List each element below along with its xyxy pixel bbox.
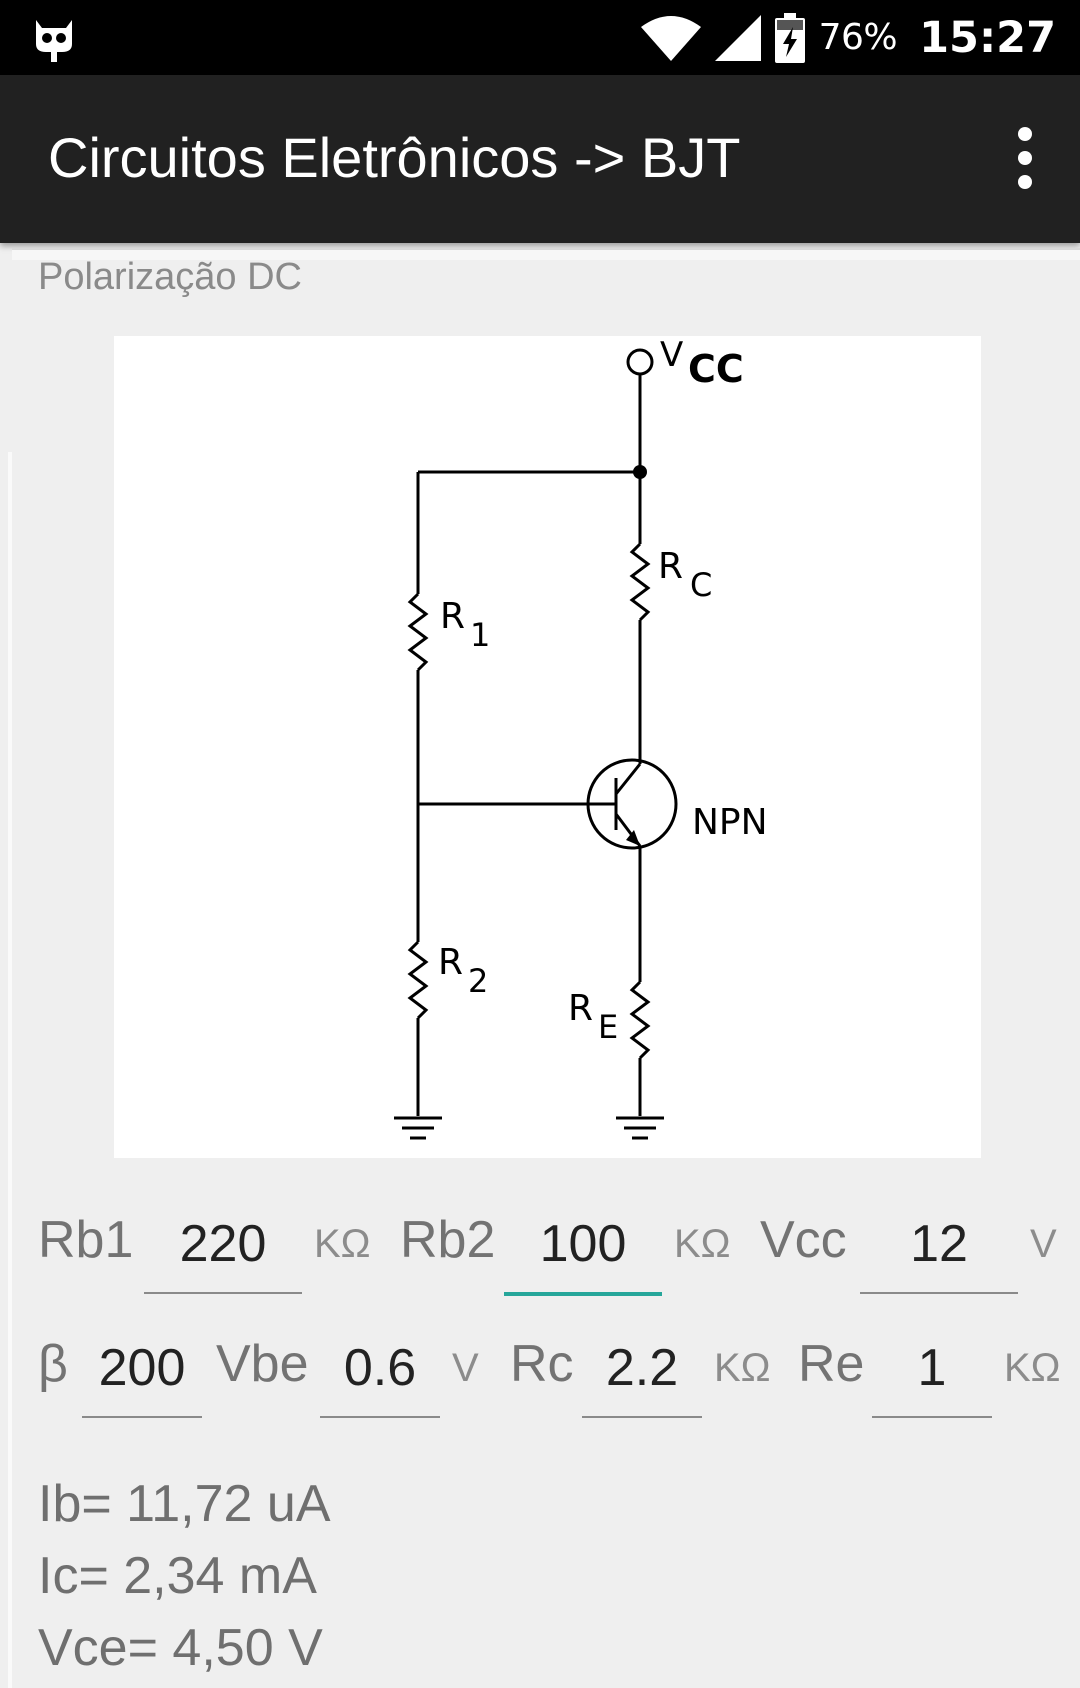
r1-label-sub: 1 xyxy=(470,616,490,654)
r2-label-main: R xyxy=(438,942,463,983)
npn-label: NPN xyxy=(692,802,768,843)
rb2-unit: KΩ xyxy=(674,1222,731,1266)
re-input-label: Re xyxy=(798,1335,865,1393)
rb2-input[interactable]: 100 xyxy=(504,1196,662,1296)
app-title: Circuitos Eletrônicos -> BJT xyxy=(48,126,741,189)
overflow-menu-icon[interactable] xyxy=(1010,127,1040,193)
cyanogen-mascot-icon xyxy=(36,20,72,62)
rb1-unit: KΩ xyxy=(314,1222,371,1266)
beta-input[interactable]: 200 xyxy=(82,1320,202,1418)
beta-label: β xyxy=(38,1335,68,1393)
rc-resistor xyxy=(629,542,651,622)
re-resistor xyxy=(629,980,651,1060)
r1-resistor xyxy=(407,592,429,672)
left-divider xyxy=(8,452,12,1688)
rb1-label: Rb1 xyxy=(38,1211,134,1269)
vcc-terminal xyxy=(626,348,654,376)
battery-percent: 76% xyxy=(818,17,898,58)
status-bar: 76% 15:27 xyxy=(0,0,1080,75)
vcc-input[interactable]: 12 xyxy=(860,1196,1018,1294)
re-unit: KΩ xyxy=(1004,1346,1061,1390)
rc-input-label: Rc xyxy=(510,1335,574,1393)
inputs-row-2: β 200 Vbe 0.6 V Rc 2.2 KΩ Re 1 KΩ xyxy=(0,1320,1080,1440)
rc-label-main: R xyxy=(658,546,683,587)
vbe-label: Vbe xyxy=(216,1335,309,1393)
r2-resistor xyxy=(407,940,429,1020)
wifi-icon xyxy=(640,15,701,61)
vcc-label-main: V xyxy=(660,336,683,375)
result-ic: Ic= 2,34 mA xyxy=(38,1547,317,1605)
vcc-input-label: Vcc xyxy=(760,1211,847,1269)
vcc-unit: V xyxy=(1030,1222,1057,1266)
result-vce: Vce= 4,50 V xyxy=(38,1619,323,1677)
r2-label-sub: 2 xyxy=(468,962,488,1000)
results: Ib= 11,72 uA Ic= 2,34 mA Vce= 4,50 V xyxy=(38,1468,331,1684)
rb1-input[interactable]: 220 xyxy=(144,1196,302,1294)
inputs-row-1: Rb1 220 KΩ Rb2 100 KΩ Vcc 12 V xyxy=(0,1196,1080,1316)
vbe-input[interactable]: 0.6 xyxy=(320,1320,440,1418)
vcc-label-sub: CC xyxy=(688,347,744,391)
cell-signal-icon xyxy=(714,14,761,61)
clock: 15:27 xyxy=(919,12,1056,63)
r1-label-main: R xyxy=(440,596,465,637)
result-ib: Ib= 11,72 uA xyxy=(38,1475,331,1533)
rc-input[interactable]: 2.2 xyxy=(582,1320,702,1418)
re-label-main: R xyxy=(568,988,593,1029)
battery-charging-icon xyxy=(774,12,805,63)
rb2-label: Rb2 xyxy=(400,1211,496,1269)
app-bar: Circuitos Eletrônicos -> BJT xyxy=(0,75,1080,243)
rc-label-sub: C xyxy=(690,566,712,604)
section-label: Polarização DC xyxy=(38,256,302,298)
rc-unit: KΩ xyxy=(714,1346,771,1390)
card-edge xyxy=(12,248,1080,260)
re-label-sub: E xyxy=(598,1008,618,1046)
re-input[interactable]: 1 xyxy=(872,1320,992,1418)
circuit-diagram: V CC R C R 1 R 2 R E NPN xyxy=(114,336,981,1158)
vbe-unit: V xyxy=(452,1346,479,1390)
